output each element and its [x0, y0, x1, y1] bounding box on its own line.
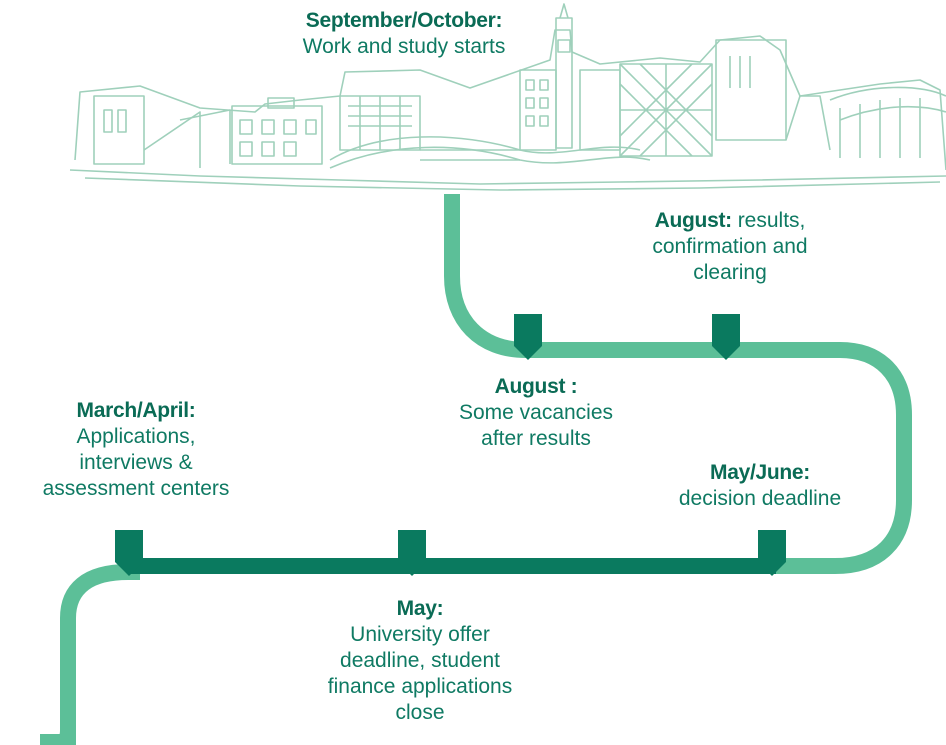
milestone-body: assessment centers: [42, 477, 230, 500]
milestone-heading: August:: [654, 209, 733, 232]
milestone-body: interviews &: [79, 451, 193, 474]
milestone-body: clearing: [693, 261, 767, 284]
milestone-marker: [758, 530, 786, 576]
milestone-body: results,: [737, 209, 806, 232]
milestone-body: after results: [481, 427, 591, 450]
milestone-may: May: University offer deadline, student …: [296, 596, 544, 726]
milestone-marker: [398, 530, 426, 576]
milestone-sep-oct: September/October: Work and study starts: [258, 8, 550, 60]
milestone-marker: [514, 314, 542, 360]
path-segment-light: [40, 564, 140, 745]
milestone-aug-vacancies: August : Some vacancies after results: [420, 374, 652, 452]
milestone-heading: September/October:: [305, 9, 503, 32]
milestone-heading: May/June:: [710, 461, 810, 484]
milestone-body: Some vacancies: [458, 401, 614, 424]
milestone-body: close: [395, 701, 445, 724]
path-segment-light: [444, 194, 912, 574]
milestone-heading: May:: [396, 597, 444, 620]
milestone-body: finance applications: [327, 675, 513, 698]
milestone-body: Applications,: [76, 425, 196, 448]
milestone-marker: [115, 530, 143, 576]
milestone-marker: [712, 314, 740, 360]
milestone-mar-apr: March/April: Applications, interviews & …: [0, 398, 272, 502]
milestone-body: decision deadline: [678, 487, 842, 510]
path-segment-light: [40, 729, 76, 745]
city-skyline-illustration: [69, 3, 946, 191]
milestone-aug-results: August: results, confirmation and cleari…: [612, 208, 848, 286]
milestone-body: confirmation and: [652, 235, 808, 258]
milestone-body: Work and study starts: [302, 35, 506, 58]
milestone-heading: August :: [494, 375, 578, 398]
milestone-body: deadline, student: [340, 649, 500, 672]
milestone-body: University offer: [350, 623, 490, 646]
milestone-may-june: May/June: decision deadline: [640, 460, 880, 512]
milestone-heading: March/April:: [76, 399, 196, 422]
